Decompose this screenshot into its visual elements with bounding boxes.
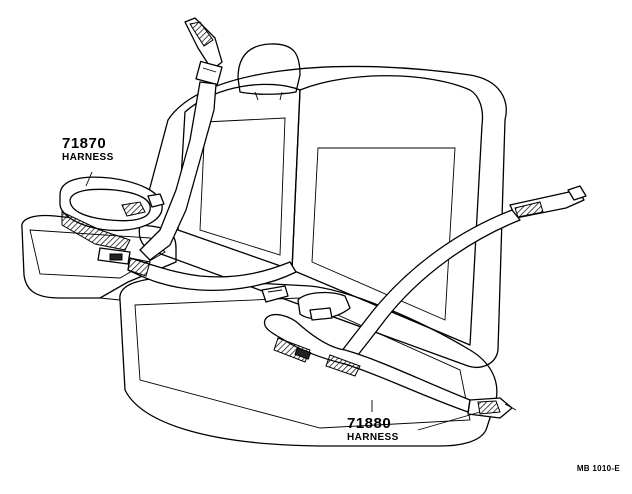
part-number-label: 71880	[347, 415, 392, 432]
harness-71880	[263, 185, 587, 431]
part-name-label: HARNESS	[347, 432, 399, 443]
callout-71880: 71880 HARNESS	[347, 416, 399, 443]
callout-71870: 71870 HARNESS	[62, 136, 114, 163]
figure-code: MB 1010-E	[576, 464, 620, 473]
part-name-label: HARNESS	[62, 152, 114, 163]
harness-71870	[59, 17, 297, 303]
seat-cushion	[21, 214, 498, 447]
part-number-label: 71870	[62, 135, 107, 152]
